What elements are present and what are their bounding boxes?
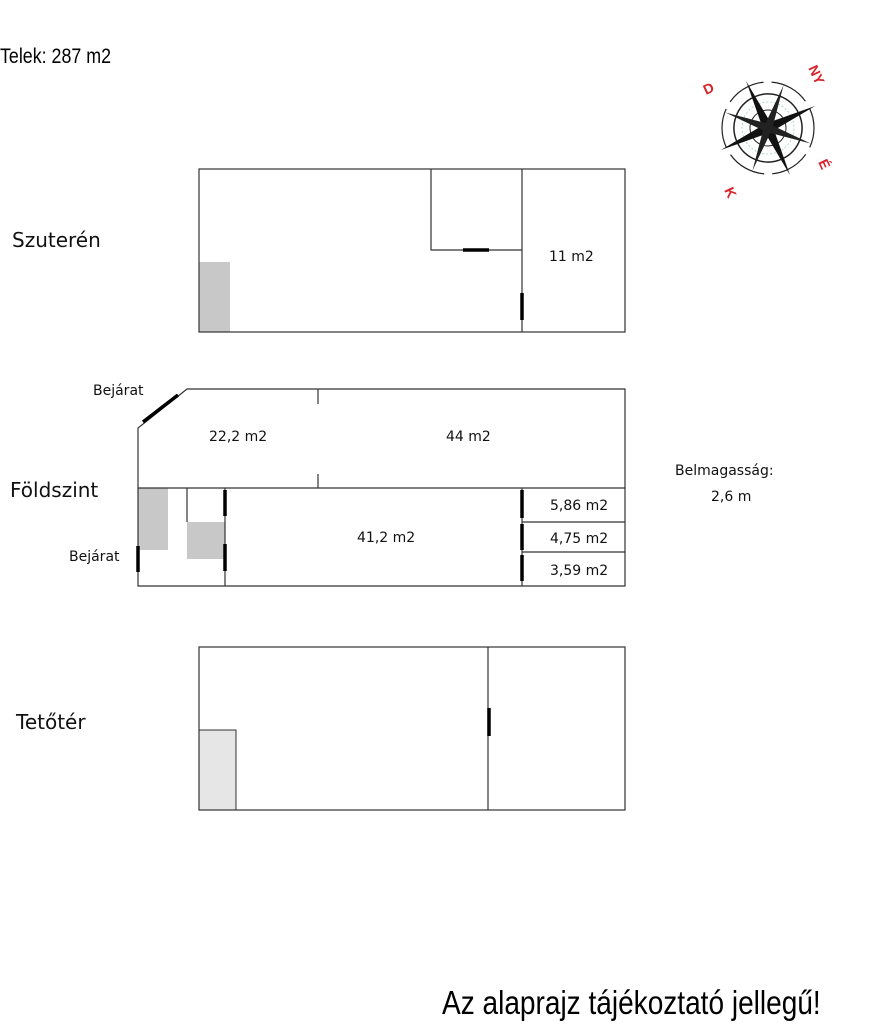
ceiling-height-value: 2,6 m [711,489,751,505]
compass-east-label: É [815,157,833,172]
compass-north-label: NY [805,63,828,88]
basement-plan: 11 m2 [198,168,626,333]
ceiling-height-label: Belmagasság: [675,463,774,479]
ground-floor-label: Földszint [10,478,98,502]
disclaimer-text: Az alaprajz tájékoztató jellegű! [442,985,821,1022]
ground-floor-plan: 22,2 m2 44 m2 41,2 m2 5,86 m2 4,75 m2 3,… [136,388,626,587]
basement-label: Szuterén [12,228,101,252]
room-area: 11 m2 [549,249,594,265]
room-area: 44 m2 [446,429,491,445]
attic-plan [198,646,626,811]
room-area: 5,86 m2 [550,498,608,514]
room-area: 41,2 m2 [357,530,415,546]
room-area: 22,2 m2 [209,429,267,445]
room-area: 3,59 m2 [550,563,608,579]
compass-west-label: D [701,79,717,98]
plot-size-label: Telek: 287 m2 [0,45,111,69]
compass-rose-icon [720,80,816,176]
entrance-label: Bejárat [93,383,144,399]
room-area: 4,75 m2 [550,531,608,547]
attic-label: Tetőtér [15,710,86,734]
compass-south-label: K [721,185,740,201]
entrance-label: Bejárat [69,549,120,565]
